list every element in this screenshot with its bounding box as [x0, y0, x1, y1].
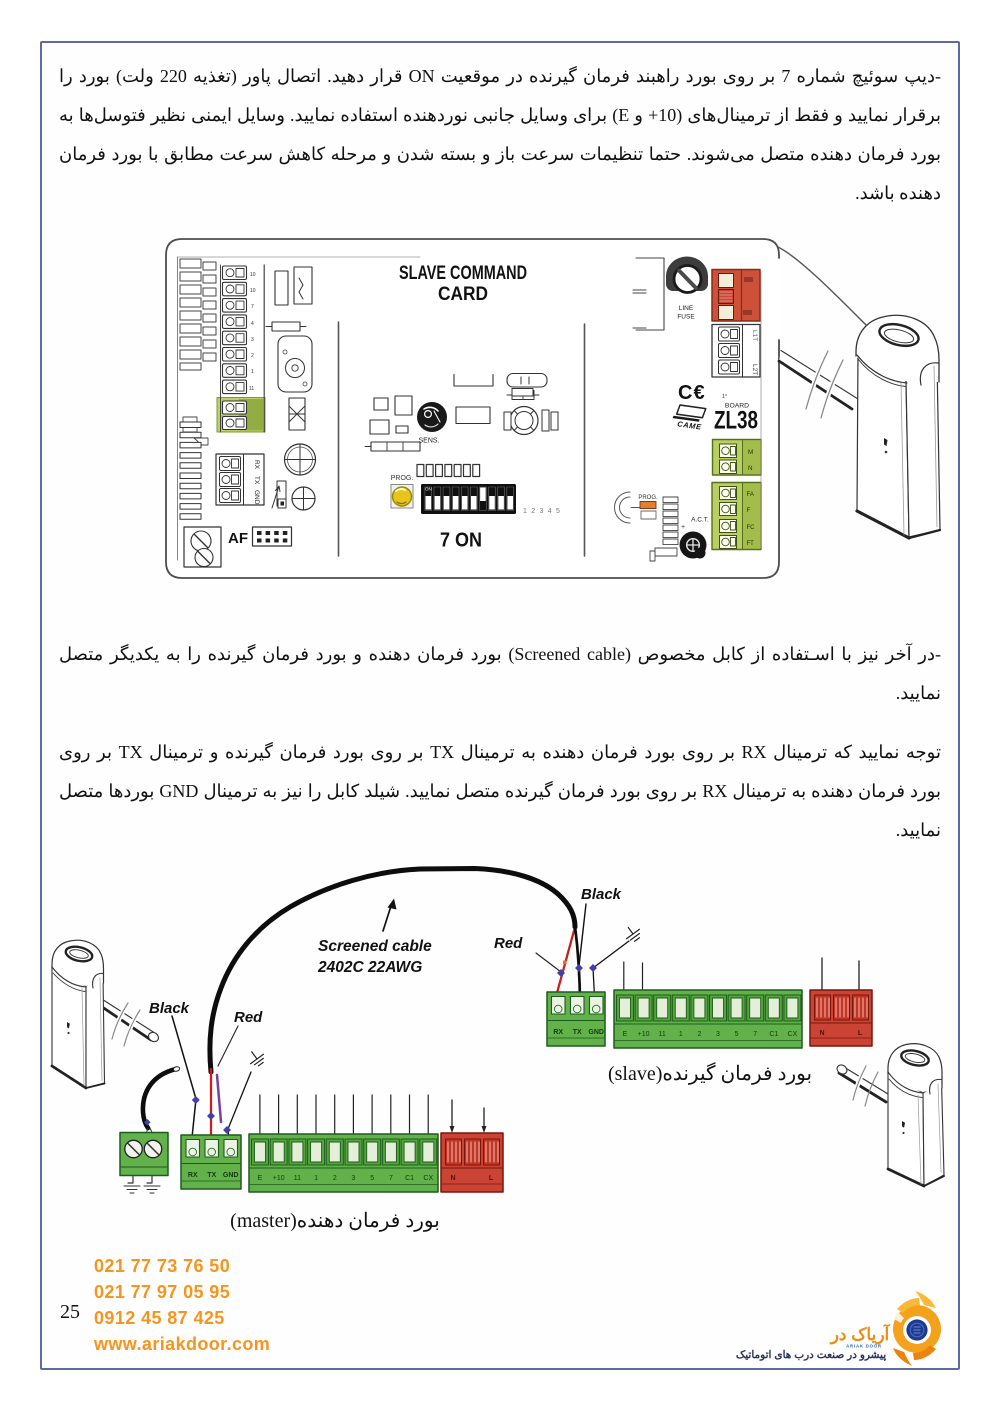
- svg-text:C1: C1: [405, 1175, 414, 1182]
- svg-text:N: N: [748, 465, 753, 472]
- svg-text:3: 3: [716, 1031, 720, 1038]
- svg-text:11: 11: [249, 386, 254, 392]
- svg-text:TX: TX: [253, 476, 260, 485]
- svg-text:TX: TX: [207, 1172, 216, 1179]
- svg-text:CX: CX: [423, 1175, 433, 1182]
- svg-text:GND: GND: [223, 1172, 239, 1179]
- svg-text:2402C 22AWG: 2402C 22AWG: [317, 959, 422, 976]
- svg-text:1°: 1°: [722, 394, 727, 400]
- svg-text:Black: Black: [149, 1000, 190, 1017]
- svg-text:FUSE: FUSE: [677, 314, 695, 321]
- svg-text:Screened cable: Screened cable: [318, 938, 432, 955]
- svg-text:RX: RX: [188, 1172, 198, 1179]
- svg-text:CX: CX: [788, 1031, 798, 1038]
- svg-text:L: L: [489, 1175, 494, 1182]
- svg-text:GND: GND: [253, 490, 260, 505]
- svg-text:Red: Red: [494, 935, 523, 952]
- svg-text:4: 4: [251, 321, 254, 327]
- svg-text:FC: FC: [747, 525, 756, 531]
- svg-text:Black: Black: [581, 886, 622, 903]
- svg-text:+10: +10: [273, 1175, 285, 1182]
- svg-text:CAME: CAME: [677, 419, 703, 431]
- svg-text:+10: +10: [638, 1031, 650, 1038]
- svg-text:PROG.: PROG.: [391, 475, 414, 482]
- svg-text:1: 1: [679, 1031, 683, 1038]
- svg-text:L: L: [858, 1030, 863, 1037]
- svg-text:RX: RX: [253, 460, 260, 470]
- svg-text:7: 7: [251, 304, 254, 310]
- svg-text:E: E: [623, 1031, 628, 1038]
- svg-text:ZL38: ZL38: [714, 407, 758, 435]
- svg-text:CARD: CARD: [438, 284, 488, 305]
- svg-text:L1T: L1T: [751, 330, 758, 341]
- svg-text:11: 11: [294, 1175, 301, 1182]
- svg-text:C1: C1: [769, 1031, 778, 1038]
- svg-text:RX: RX: [553, 1029, 563, 1036]
- svg-text:SLAVE COMMAND: SLAVE COMMAND: [399, 263, 527, 284]
- svg-text:7 ON: 7 ON: [440, 530, 482, 552]
- svg-text:10: 10: [250, 288, 256, 294]
- svg-text:7: 7: [389, 1175, 393, 1182]
- svg-text:SENS.: SENS.: [418, 438, 439, 445]
- svg-text:+: +: [681, 524, 685, 531]
- svg-text:L2T: L2T: [751, 364, 758, 375]
- svg-text:ARIAK DOOR: ARIAK DOOR: [846, 1344, 882, 1349]
- svg-text:5: 5: [735, 1031, 739, 1038]
- svg-text:FA: FA: [747, 492, 754, 498]
- svg-text:M: M: [748, 449, 753, 456]
- svg-text:3: 3: [352, 1175, 356, 1182]
- svg-text:1: 1: [314, 1175, 318, 1182]
- svg-text:2: 2: [333, 1175, 337, 1182]
- svg-text:2: 2: [251, 353, 254, 359]
- svg-text:3: 3: [251, 337, 254, 343]
- svg-text:10: 10: [250, 272, 256, 278]
- svg-text:GND: GND: [588, 1029, 604, 1036]
- svg-text:1 2 3 4 5: 1 2 3 4 5: [523, 508, 561, 515]
- svg-text:آریاک در: آریاک در: [829, 1323, 891, 1345]
- svg-text:C€: C€: [678, 382, 706, 404]
- svg-text:PROG.: PROG.: [638, 495, 658, 501]
- svg-text:5: 5: [370, 1175, 374, 1182]
- svg-text:11: 11: [659, 1031, 666, 1038]
- svg-text:N: N: [450, 1175, 455, 1182]
- svg-text:FT: FT: [747, 541, 755, 547]
- svg-text:BOARD: BOARD: [725, 403, 749, 410]
- svg-text:F: F: [747, 508, 751, 514]
- svg-text:2: 2: [697, 1031, 701, 1038]
- svg-text:7: 7: [753, 1031, 757, 1038]
- svg-text:A.C.T.: A.C.T.: [691, 517, 709, 524]
- svg-text:Red: Red: [234, 1009, 263, 1026]
- svg-text:TX: TX: [573, 1029, 582, 1036]
- svg-text:AF: AF: [228, 530, 248, 547]
- svg-text:N: N: [819, 1030, 824, 1037]
- svg-text:E: E: [258, 1175, 263, 1182]
- svg-text:LINE: LINE: [679, 305, 694, 312]
- svg-text:ON: ON: [425, 487, 432, 492]
- svg-text:1: 1: [251, 369, 254, 375]
